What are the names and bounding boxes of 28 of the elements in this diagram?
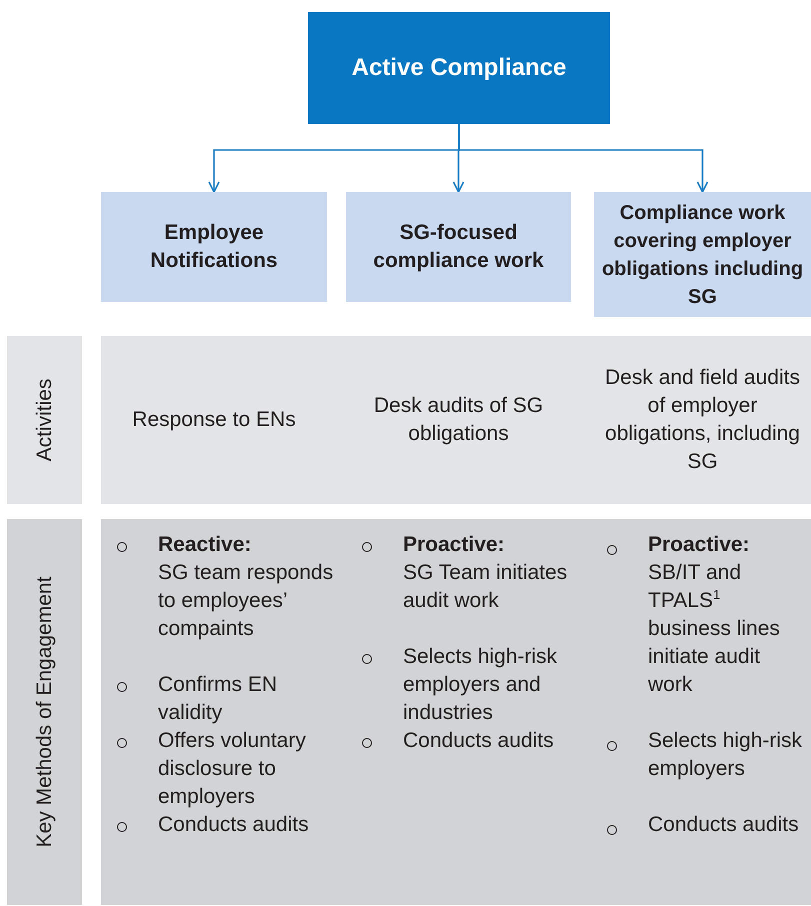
method-text: Reactive: SG team responds to employees’ compaints <box>158 532 334 642</box>
method-text: Selects high-risk employers <box>648 728 804 782</box>
method-text: Proactive: SG Team initiates audit work <box>403 532 568 614</box>
activities-band <box>101 336 811 504</box>
method-text: Conducts audits <box>648 812 800 838</box>
category-box <box>346 192 571 302</box>
category-title: Compliance work covering employer obligations including SG <box>600 200 804 310</box>
row-header: Activities <box>32 378 56 462</box>
category-title: SG-focused compliance work <box>372 220 545 274</box>
method-text: Conducts audits <box>403 728 555 754</box>
row-header-band <box>7 336 82 504</box>
row-header: Key Methods of Engagement <box>32 576 56 848</box>
activity-text: Desk and field audits of employer obligations, including SG <box>604 365 801 475</box>
activity-text: Response to ENs <box>131 407 297 433</box>
category-box <box>101 192 327 302</box>
method-text: Offers voluntary disclosure to employers <box>158 728 307 810</box>
engagement-band <box>101 519 811 905</box>
method-text: Conducts audits <box>158 812 310 838</box>
method-text: Proactive: SB/IT and TPALS$^{1}$ business lines initiate audit work <box>648 532 781 698</box>
activity-text: Desk audits of SG obligations <box>372 393 544 447</box>
title-box <box>308 12 610 124</box>
method-text: Confirms EN validity <box>158 672 278 726</box>
category-title: Employee Notifications <box>149 220 279 274</box>
connector-arrow <box>458 124 708 193</box>
category-box <box>594 192 811 317</box>
title-text: Active Compliance <box>352 54 566 82</box>
row-header-band <box>7 519 82 905</box>
method-text: Selects high-risk employers and industries <box>403 644 558 726</box>
